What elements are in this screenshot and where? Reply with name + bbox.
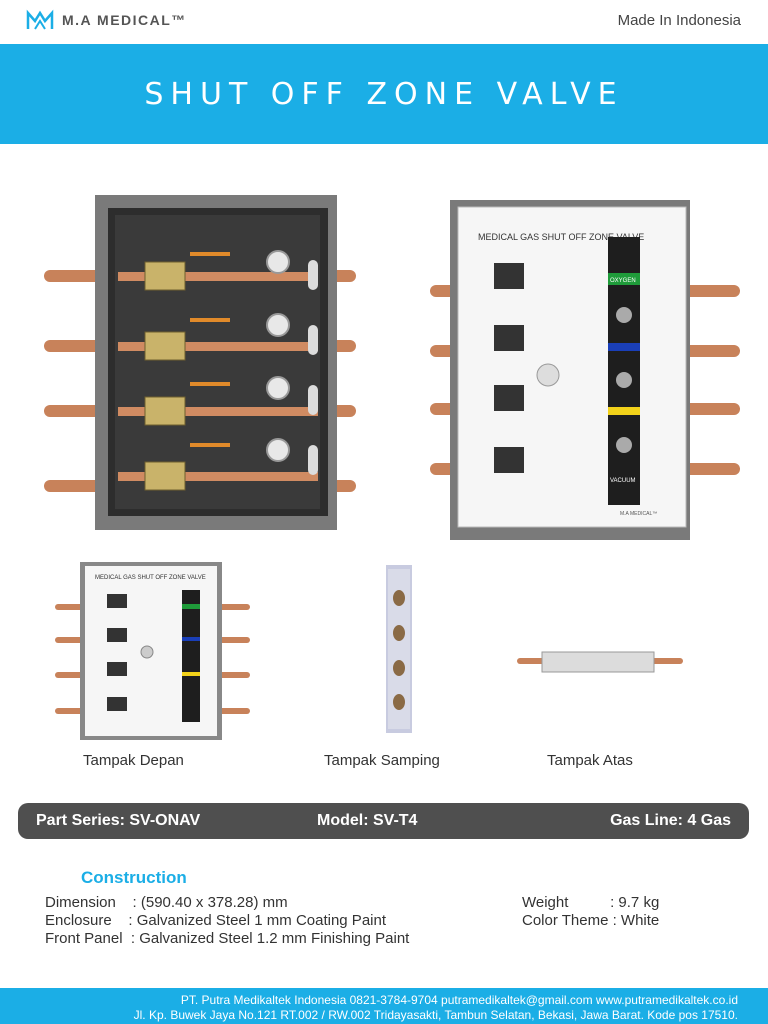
part-series: Part Series: SV-ONAV bbox=[36, 812, 201, 829]
front-view-label: Tampak Depan bbox=[83, 752, 184, 769]
spec-weight: Weight : 9.7 kg bbox=[522, 894, 660, 911]
top-view-image bbox=[517, 651, 683, 673]
spec-dimension: Dimension : (590.40 x 378.28) mm bbox=[45, 894, 288, 911]
spec-bar: Part Series: SV-ONAV Model: SV-T4 Gas Li… bbox=[18, 803, 749, 839]
brand-logo: M.A MEDICAL™ bbox=[26, 9, 187, 31]
brass-valves bbox=[144, 261, 186, 491]
valve-box-interior-image bbox=[44, 195, 356, 530]
footer: PT. Putra Medikaltek Indonesia 0821-3784… bbox=[0, 988, 768, 1024]
footer-contact: PT. Putra Medikaltek Indonesia 0821-3784… bbox=[180, 993, 738, 1007]
title-banner: SHUT OFF ZONE VALVE bbox=[0, 44, 768, 144]
gas-label-oxygen-text: OXYGEN bbox=[610, 278, 636, 284]
valve-box-front-panel-image: MEDICAL GAS SHUT OFF ZONE VALVE OXYGEN V… bbox=[430, 200, 740, 540]
top-view-label: Tampak Atas bbox=[547, 752, 633, 769]
panel-brand-small: M.A MEDICAL™ bbox=[620, 511, 657, 517]
top-bar: M.A MEDICAL™ Made In Indonesia bbox=[0, 0, 768, 44]
gas-label-vacuum-text: VACUUM bbox=[610, 478, 636, 484]
gas-line: Gas Line: 4 Gas bbox=[610, 812, 731, 829]
spec-color-theme: Color Theme : White bbox=[522, 912, 660, 929]
gas-label-air bbox=[608, 407, 640, 415]
pressure-gauges bbox=[266, 250, 290, 462]
ma-medical-logo-icon bbox=[26, 9, 54, 30]
side-view-label: Tampak Samping bbox=[324, 752, 440, 769]
model: Model: SV-T4 bbox=[317, 812, 418, 829]
front-view-image: MEDICAL GAS SHUT OFF ZONE VALVE bbox=[55, 562, 250, 740]
page-title: SHUT OFF ZONE VALVE bbox=[144, 76, 624, 112]
brand-name: M.A MEDICAL™ bbox=[62, 12, 187, 28]
footer-address: Jl. Kp. Buwek Jaya No.121 RT.002 / RW.00… bbox=[133, 1008, 738, 1022]
side-view-image bbox=[386, 565, 412, 733]
construction-title: Construction bbox=[81, 868, 187, 887]
svg-text:MEDICAL GAS SHUT OFF ZONE VALV: MEDICAL GAS SHUT OFF ZONE VALVE bbox=[95, 575, 206, 581]
spec-front-panel: Front Panel : Galvanized Steel 1.2 mm Fi… bbox=[45, 930, 410, 947]
spec-enclosure: Enclosure : Galvanized Steel 1 mm Coatin… bbox=[45, 912, 387, 929]
gas-label-nitrous bbox=[608, 343, 640, 351]
gas-label-oxygen bbox=[608, 273, 640, 285]
panel-title: MEDICAL GAS SHUT OFF ZONE VALVE bbox=[478, 232, 644, 242]
made-in-label: Made In Indonesia bbox=[617, 12, 741, 29]
